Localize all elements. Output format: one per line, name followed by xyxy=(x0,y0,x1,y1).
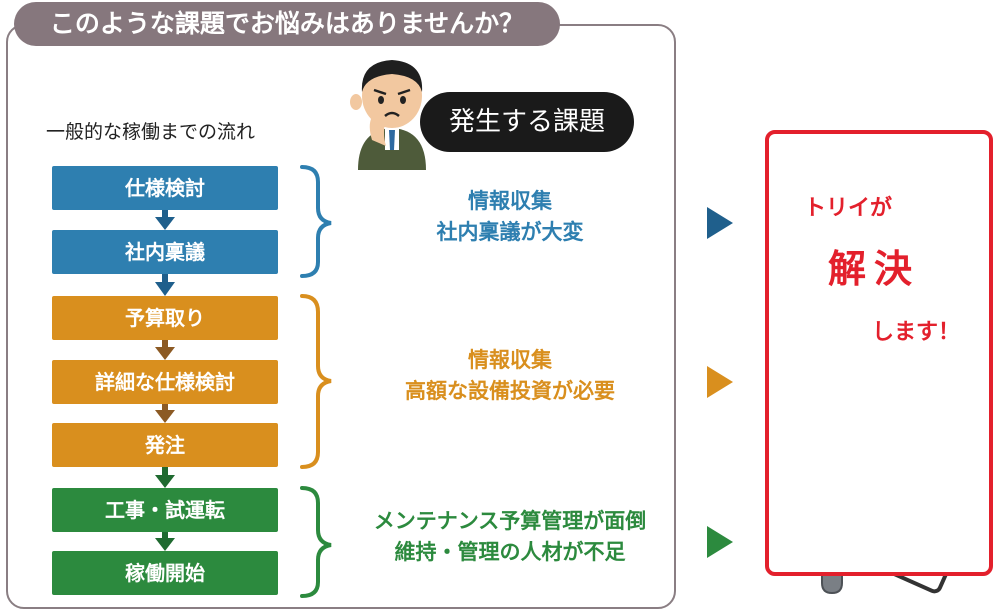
brace-icon xyxy=(300,486,332,598)
issue-line: 維持・管理の人材が不足 xyxy=(394,540,626,564)
issue-line: 情報収集 xyxy=(468,189,552,213)
flow-step-operation-start: 稼働開始 xyxy=(52,551,278,595)
flow-step-budgeting: 予算取り xyxy=(52,296,278,340)
flow-step-detailed-spec: 詳細な仕様検討 xyxy=(52,360,278,404)
solution-line-3: します！ xyxy=(872,320,961,345)
flow-label: 一般的な稼働までの流れ xyxy=(46,121,256,143)
flow-step-spec-review: 仕様検討 xyxy=(52,166,278,210)
flow-step-internal-approval: 社内稟議 xyxy=(52,230,278,274)
issue-line: メンテナンス予算管理が面倒 xyxy=(373,509,647,533)
issue-group-3: メンテナンス予算管理が面倒 維持・管理の人材が不足 xyxy=(330,506,690,568)
issue-group-2: 情報収集 高額な設備投資が必要 xyxy=(330,345,690,407)
arrow-right-icon xyxy=(707,207,733,239)
arrow-down-icon xyxy=(155,210,175,230)
issue-line: 高額な設備投資が必要 xyxy=(405,379,615,403)
arrow-down-icon xyxy=(155,467,175,488)
brace-icon xyxy=(300,165,332,278)
brace-icon xyxy=(300,294,332,469)
worried-man-icon xyxy=(350,60,426,170)
arrow-down-icon xyxy=(155,274,175,296)
arrow-down-icon xyxy=(155,340,175,360)
issue-line: 社内稟議が大変 xyxy=(436,220,584,244)
flow-step-construction: 工事・試運転 xyxy=(52,488,278,532)
arrow-right-icon xyxy=(707,366,733,398)
issue-group-1: 情報収集 社内稟議が大変 xyxy=(330,186,690,248)
solution-line-2: 解決 xyxy=(828,247,921,291)
solution-box xyxy=(765,130,993,576)
page-title: このような課題でお悩みはありませんか？ xyxy=(14,2,560,46)
flow-step-order: 発注 xyxy=(52,423,278,467)
arrow-down-icon xyxy=(155,404,175,423)
solution-line-1: トリイが xyxy=(804,196,893,221)
issue-line: 情報収集 xyxy=(468,348,552,372)
issues-bubble: 発生する課題 xyxy=(420,92,634,152)
arrow-down-icon xyxy=(155,532,175,551)
arrow-right-icon xyxy=(707,526,733,558)
